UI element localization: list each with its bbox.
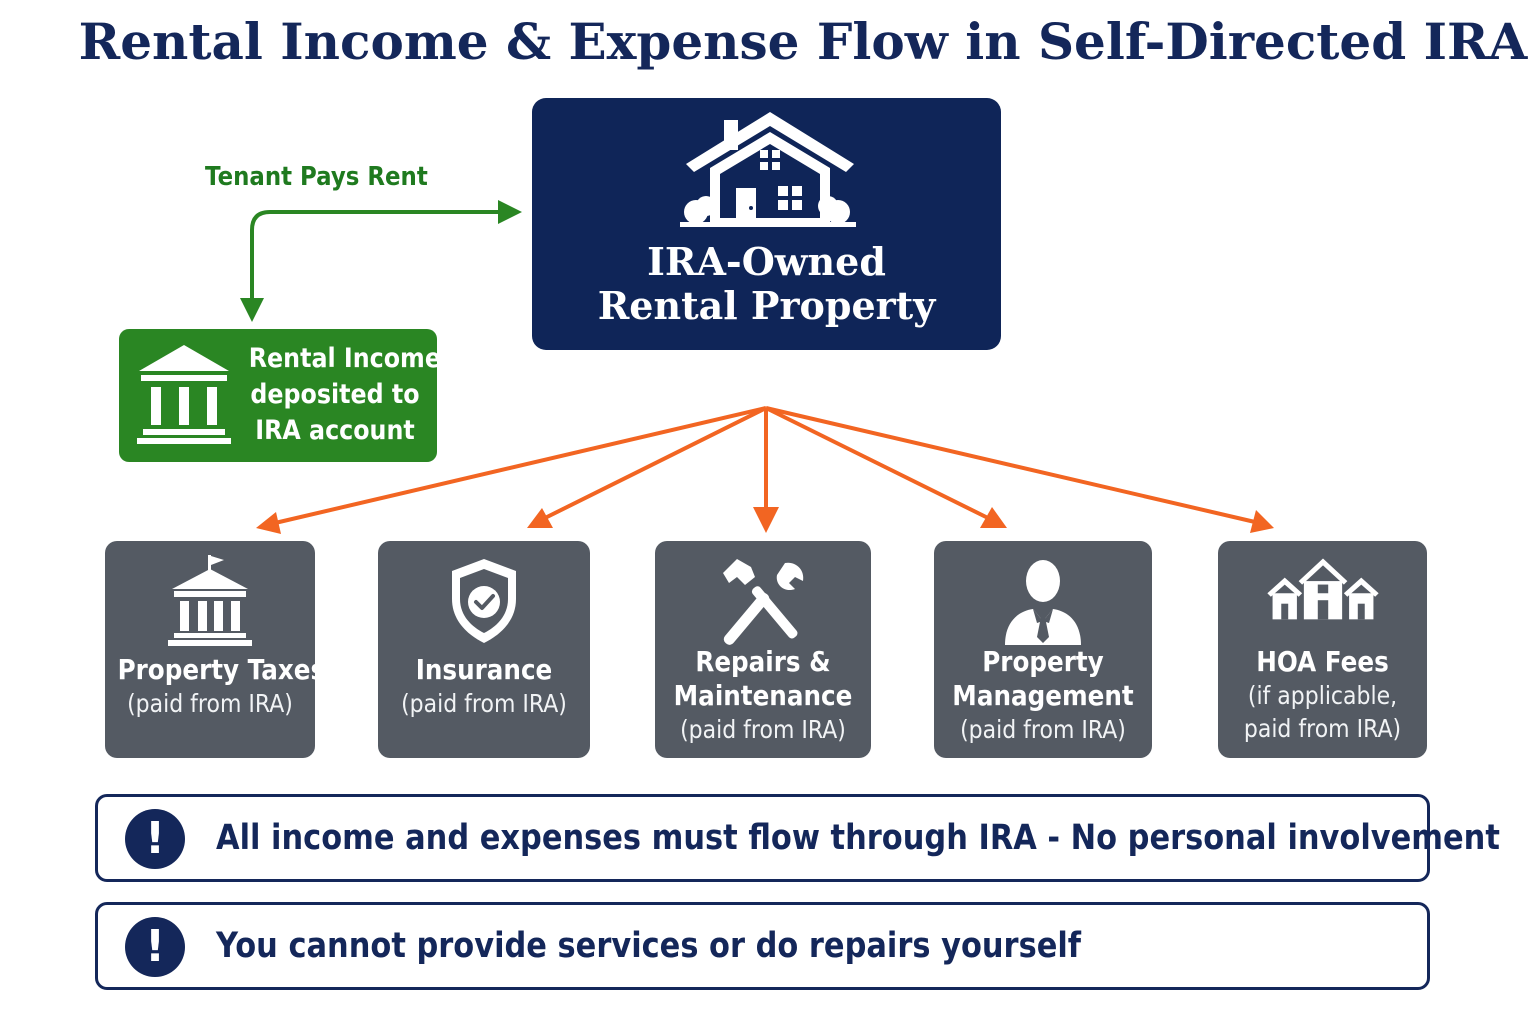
manager-person-icon xyxy=(1005,560,1081,645)
houses-icon xyxy=(1266,558,1379,620)
expense-sub: (paid from IRA) xyxy=(680,715,846,744)
expense-name-line2: Maintenance xyxy=(673,679,853,712)
income-label-line1: Rental Income xyxy=(248,343,441,374)
income-label-line3: IRA account xyxy=(255,415,415,446)
expense-insurance: Insurance (paid from IRA) xyxy=(378,541,590,758)
property-label-line1: IRA-Owned xyxy=(647,239,886,284)
tenant-rent-arrow xyxy=(240,200,522,322)
expense-name: Repairs & xyxy=(695,645,831,678)
exclamation-icon: ! xyxy=(125,917,185,977)
exclamation-icon: ! xyxy=(125,809,185,869)
tenant-pays-rent-label: Tenant Pays Rent xyxy=(205,162,428,192)
expense-sub: (paid from IRA) xyxy=(127,689,293,718)
house-icon xyxy=(680,112,856,227)
expense-arrowheads xyxy=(256,507,1274,534)
expense-name: Insurance xyxy=(415,653,553,686)
expense-property-taxes: Property Taxes (paid from IRA) xyxy=(105,541,326,758)
note-text: You cannot provide services or do repair… xyxy=(216,926,1082,966)
property-label-line2: Rental Property xyxy=(597,283,936,328)
ira-owned-property-box: IRA-Owned Rental Property xyxy=(532,98,1001,350)
expense-name: Property xyxy=(982,645,1104,678)
expense-sub: (paid from IRA) xyxy=(401,689,567,718)
expense-name: Property Taxes xyxy=(117,653,326,686)
income-label-line2: deposited to xyxy=(250,379,420,410)
expense-property-management: Property Management (paid from IRA) xyxy=(934,541,1152,758)
expense-sub: (paid from IRA) xyxy=(960,715,1126,744)
bank-icon xyxy=(137,345,231,444)
expense-repairs-maintenance: Repairs & Maintenance (paid from IRA) xyxy=(655,541,871,758)
expense-sub: (if applicable, xyxy=(1247,681,1398,710)
note-no-self-repairs: ! You cannot provide services or do repa… xyxy=(95,902,1430,990)
expense-name-line2: Management xyxy=(952,679,1134,712)
expense-name: HOA Fees xyxy=(1256,645,1389,678)
expense-arrows xyxy=(274,406,1256,525)
note-flow-through-ira: ! All income and expenses must flow thro… xyxy=(95,794,1500,882)
rental-income-box: Rental Income deposited to IRA account xyxy=(119,329,441,462)
hammer-wrench-icon xyxy=(723,559,804,645)
note-text: All income and expenses must flow throug… xyxy=(216,818,1500,858)
expense-hoa-fees: HOA Fees (if applicable, paid from IRA) xyxy=(1218,541,1427,758)
expense-sub-line2: paid from IRA) xyxy=(1243,714,1402,743)
page-title: Rental Income & Expense Flow in Self-Dir… xyxy=(78,12,1528,71)
shield-check-icon xyxy=(452,559,516,643)
government-building-icon xyxy=(168,555,252,646)
